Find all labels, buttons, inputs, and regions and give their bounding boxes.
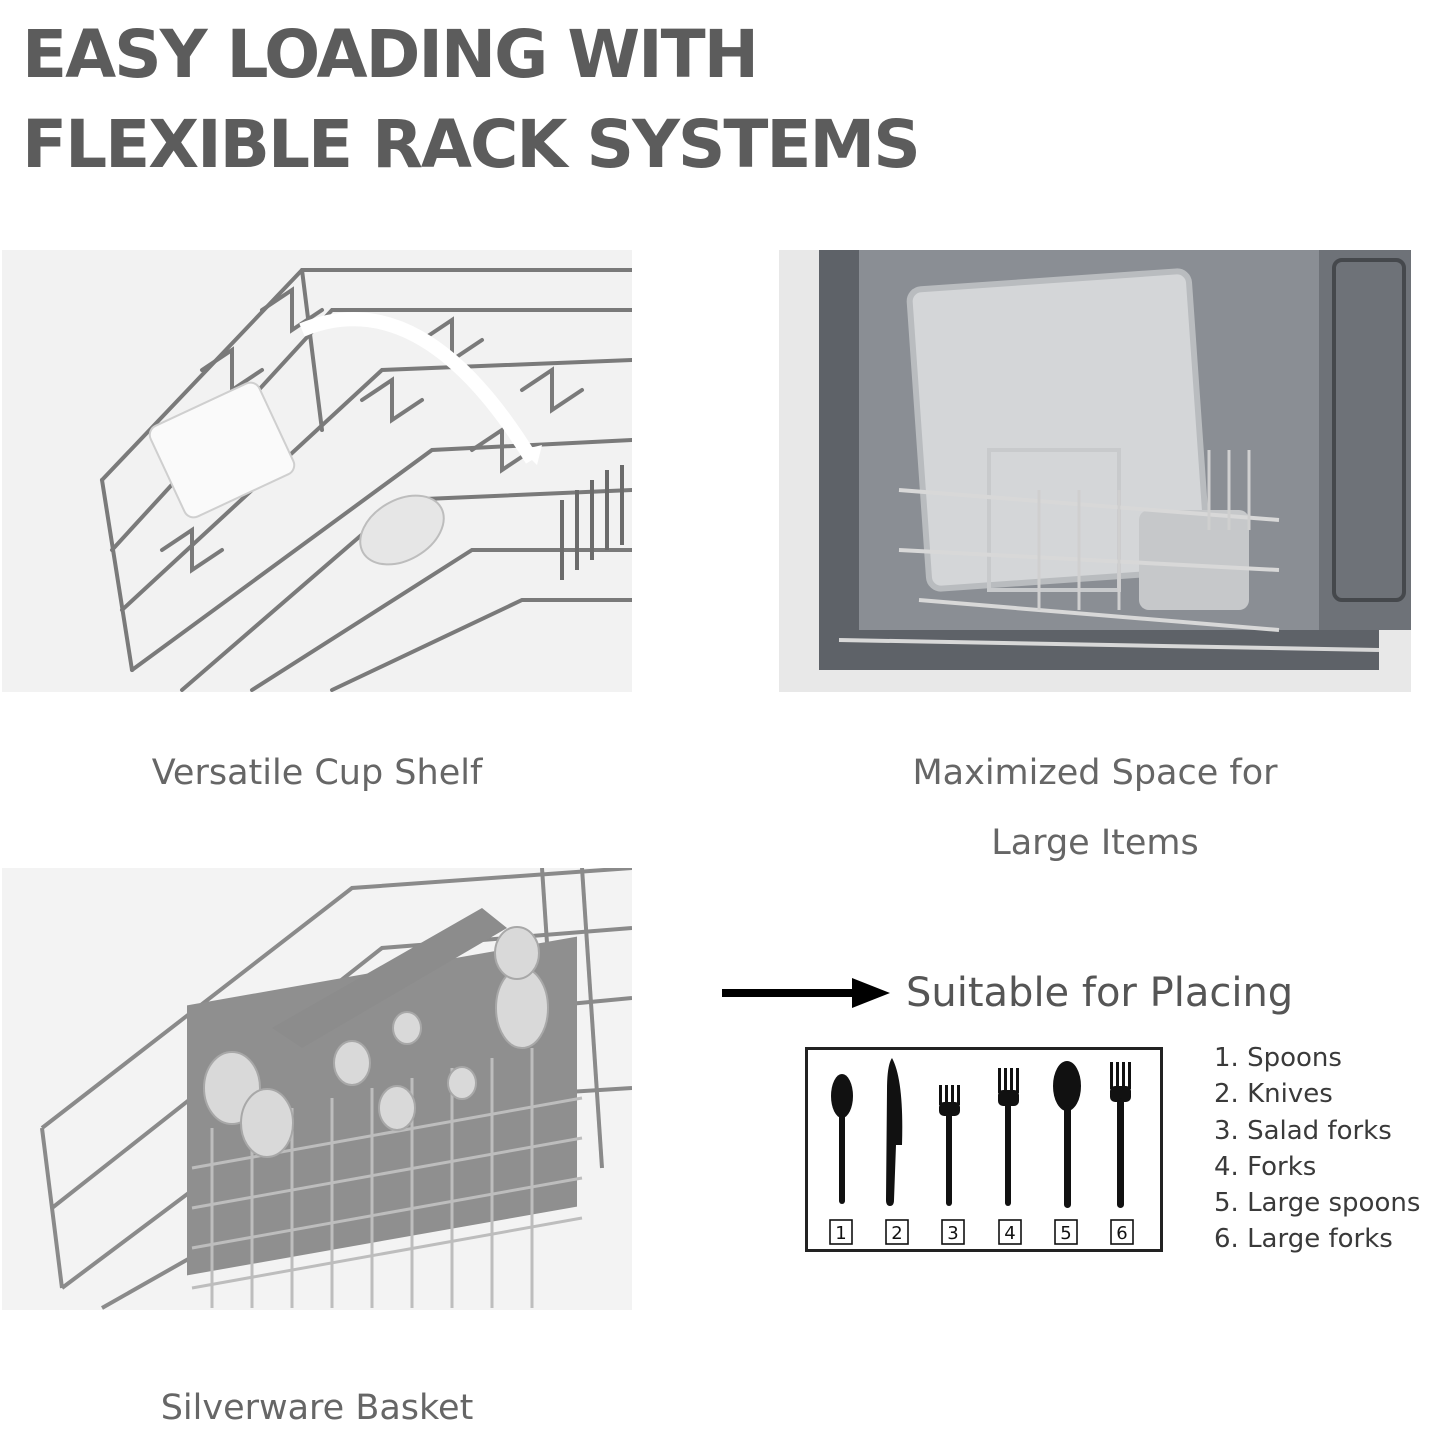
slot-number-3: 3	[947, 1223, 958, 1244]
list-item: 2. Knives	[1214, 1079, 1333, 1110]
slot-number-4: 4	[1004, 1223, 1015, 1244]
large-items-caption: Maximized Space for Large Items	[779, 738, 1411, 878]
large-items-caption-line-1: Maximized Space for	[912, 753, 1278, 793]
salad-fork-icon	[939, 1085, 960, 1206]
list-item: 5. Large spoons	[1214, 1188, 1421, 1219]
cutlery-diagram: 1 2 3 4 5 6	[805, 1047, 1163, 1252]
large-items-caption-line-2: Large Items	[991, 823, 1199, 863]
spoon-icon	[831, 1074, 853, 1204]
silverware-basket-caption: Silverware Basket	[160, 1388, 474, 1428]
suitable-heading: Suitable for Placing	[906, 970, 1294, 1016]
cup-shelf-caption: Versatile Cup Shelf	[151, 753, 483, 793]
silverware-basket-photo	[2, 868, 632, 1310]
list-item: 1. Spoons	[1214, 1043, 1342, 1073]
large-spoon-icon	[1053, 1061, 1081, 1208]
large-fork-icon	[1110, 1062, 1131, 1208]
page-title: EASY LOADING WITH FLEXIBLE RACK SYSTEMS	[22, 10, 1022, 190]
slot-number-2: 2	[891, 1223, 902, 1244]
right-arrow-icon	[722, 978, 890, 1008]
title-line-2: FLEXIBLE RACK SYSTEMS	[22, 106, 921, 183]
list-item: 6. Large forks	[1214, 1224, 1393, 1255]
silverware-basket-illustration	[40, 868, 632, 1310]
knife-icon	[886, 1058, 903, 1206]
cutlery-icons: 1 2 3 4 5 6	[829, 1058, 1134, 1245]
slot-number-6: 6	[1116, 1223, 1127, 1244]
title-line-1: EASY LOADING WITH	[22, 16, 759, 93]
cutlery-list: 1. Spoons 2. Knives 3. Salad forks 4. Fo…	[1214, 1040, 1445, 1258]
large-items-illustration	[819, 250, 1411, 670]
list-item: 3. Salad forks	[1214, 1115, 1392, 1146]
list-item: 4. Forks	[1214, 1151, 1317, 1182]
fork-icon	[998, 1068, 1019, 1206]
cup-shelf-photo	[2, 250, 632, 692]
large-items-photo	[779, 250, 1411, 692]
slot-number-5: 5	[1060, 1223, 1071, 1244]
slot-number-1: 1	[835, 1223, 846, 1244]
cup-icon	[148, 381, 296, 519]
cup-shelf-illustration	[100, 268, 632, 692]
